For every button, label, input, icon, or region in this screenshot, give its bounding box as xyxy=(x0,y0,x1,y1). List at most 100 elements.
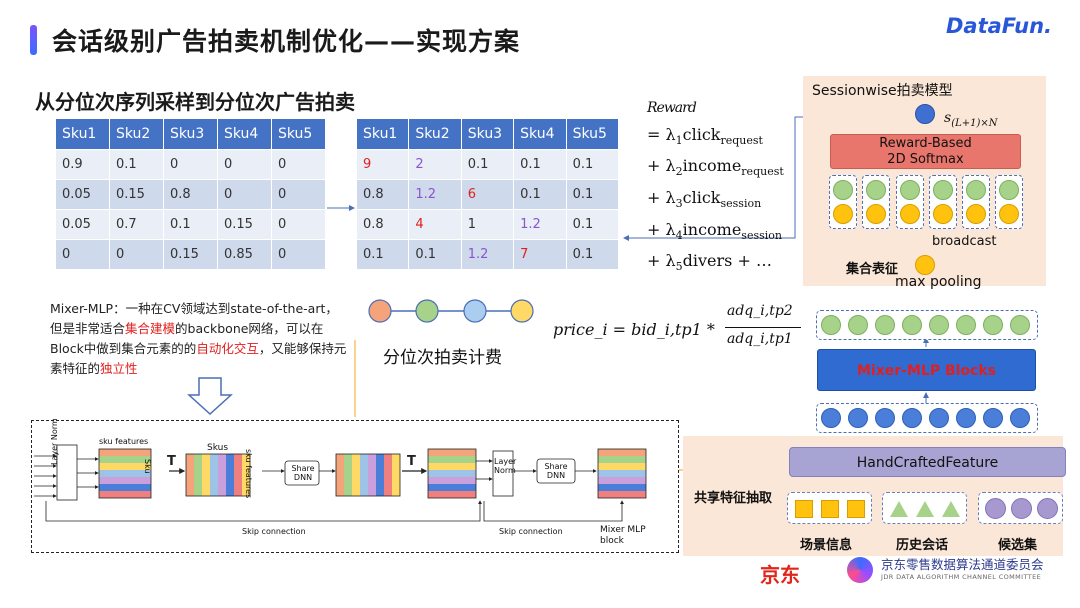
chain-node-green xyxy=(415,299,439,323)
table-cell: 0.1 xyxy=(461,148,515,179)
table-cell: 0.1 xyxy=(513,148,567,179)
gold-token xyxy=(900,204,920,224)
token-column xyxy=(829,175,857,229)
price-formula-left: price_i = bid_i,tp1 * xyxy=(553,320,715,339)
page-title: 会话级别广告拍卖机制优化——实现方案 xyxy=(52,27,521,56)
committee-name-en: JDR DATA ALGORITHM CHANNEL COMMITTEE xyxy=(881,573,1042,581)
table-cell: 0.9 xyxy=(56,148,110,179)
green-token xyxy=(866,180,886,200)
circle-icon xyxy=(1011,498,1032,519)
green-token xyxy=(983,315,1003,335)
table-cell: 4 xyxy=(408,208,462,239)
table-row: 0.8 4 1 1.2 0.1 xyxy=(357,208,620,239)
reward-term-2: + λ2incomerequest xyxy=(647,156,784,179)
diagram-canvas xyxy=(34,444,647,522)
column-header: Sku2 xyxy=(408,119,462,149)
skip-connection-line-2 xyxy=(483,500,624,522)
table-cell: 0.8 xyxy=(357,178,410,209)
softmax-label-2: 2D Softmax xyxy=(887,152,964,167)
table-cell: 0.15 xyxy=(217,208,272,239)
table-cell: 2 xyxy=(408,148,462,179)
chain-node-orange xyxy=(368,299,392,323)
table-cell: 1.2 xyxy=(461,238,515,269)
table-row: 0.05 0.15 0.8 0 0 xyxy=(56,178,327,209)
down-arrow-icon xyxy=(187,377,233,416)
mixer-text-part3: ，又能够保持元素特征的 xyxy=(50,341,347,376)
section-subtitle: 从分位次序列采样到分位次广告拍卖 xyxy=(35,90,355,114)
circle-icon xyxy=(985,498,1006,519)
reward-term-5: + λ5divers + … xyxy=(647,251,772,274)
table-cell: 0.1 xyxy=(357,238,410,269)
price-denominator: adq_i,tp1 xyxy=(727,331,793,347)
green-token xyxy=(902,315,922,335)
gold-token xyxy=(999,204,1019,224)
committee-logo-icon xyxy=(847,557,873,583)
table-cell: 0.1 xyxy=(566,148,620,179)
column-header: Sku1 xyxy=(56,119,110,149)
mixer-mlp-blocks: Mixer-MLP Blocks xyxy=(817,349,1036,391)
table-cell: 0 xyxy=(163,148,218,179)
green-token xyxy=(821,315,841,335)
input-lines xyxy=(34,454,57,498)
table-cell: 1.2 xyxy=(513,208,567,239)
table-row: 0.1 0.1 1.2 7 0.1 xyxy=(357,238,620,269)
green-token xyxy=(933,180,953,200)
table-cell: 0.05 xyxy=(56,208,110,239)
green-token xyxy=(999,180,1019,200)
transposed-stripes xyxy=(185,453,251,497)
blue-token xyxy=(848,408,868,428)
skus-label: Skus xyxy=(207,443,229,453)
transpose-label-2: T xyxy=(407,454,416,469)
gold-token xyxy=(866,204,886,224)
column-header: Sku4 xyxy=(513,119,567,149)
broadcast-label: broadcast xyxy=(932,234,997,249)
square-icon xyxy=(821,500,839,518)
square-icon xyxy=(795,500,813,518)
blue-token xyxy=(929,408,949,428)
mixer-text-red1: 集合建模 xyxy=(125,321,176,336)
sku-label: Sku xyxy=(143,459,152,474)
mixer-text-red3: 独立性 xyxy=(100,361,138,376)
token-column xyxy=(896,175,924,229)
sku-features-label: sku features xyxy=(99,437,149,446)
column-header: Sku3 xyxy=(461,119,515,149)
reward-formula: Reward = λ1clickrequest + λ2incomereques… xyxy=(647,96,784,280)
table-cell: 0 xyxy=(271,238,327,269)
column-header: Sku5 xyxy=(566,119,620,149)
layer-norm-box-2 xyxy=(492,450,514,497)
shared-extraction-label: 共享特征抽取 xyxy=(694,491,773,506)
mixer-text-part1: Mixer-MLP：一种在CV领域达到state-of-the-art，但是非常… xyxy=(50,301,338,336)
history-label: 历史会话 xyxy=(896,538,949,553)
table-cell: 0 xyxy=(217,178,272,209)
table-cell: 0.1 xyxy=(513,178,567,209)
chain-node-blue xyxy=(463,299,487,323)
table-cell: 0.15 xyxy=(163,238,218,269)
set-representation-label: 集合表征 xyxy=(846,262,899,277)
table-cell: 0.8 xyxy=(357,208,410,239)
reward-title: Reward xyxy=(647,100,697,116)
table-cell: 7 xyxy=(513,238,567,269)
table-cell: 0 xyxy=(217,148,272,179)
green-token xyxy=(966,180,986,200)
column-header: Sku3 xyxy=(163,119,218,149)
triangle-icon xyxy=(890,501,908,517)
table-cell: 0.15 xyxy=(109,178,164,209)
green-token xyxy=(1010,315,1030,335)
datafun-logo: DataFun. xyxy=(946,14,1052,38)
output-token-row xyxy=(816,310,1038,340)
table-row: 9 2 0.1 0.1 0.1 xyxy=(357,148,620,179)
green-token xyxy=(929,315,949,335)
table-cell: 0.05 xyxy=(56,178,110,209)
table-row: 0.8 1.2 6 0.1 0.1 xyxy=(357,178,620,209)
mixer-text-part2: 的backbone网络，可以在Block中做到集合元素的的 xyxy=(50,321,324,356)
reward-term-1: = λ1clickrequest xyxy=(647,124,763,147)
output-node xyxy=(915,104,935,124)
token-column xyxy=(862,175,890,229)
table-cell: 0.1 xyxy=(566,178,620,209)
input-token-row xyxy=(816,403,1038,433)
table-cell: 6 xyxy=(461,178,515,209)
blue-token xyxy=(983,408,1003,428)
committee-name: 京东零售数据算法通道委员会 xyxy=(881,557,1044,572)
green-token xyxy=(875,315,895,335)
maxpool-label: max pooling xyxy=(895,274,982,290)
